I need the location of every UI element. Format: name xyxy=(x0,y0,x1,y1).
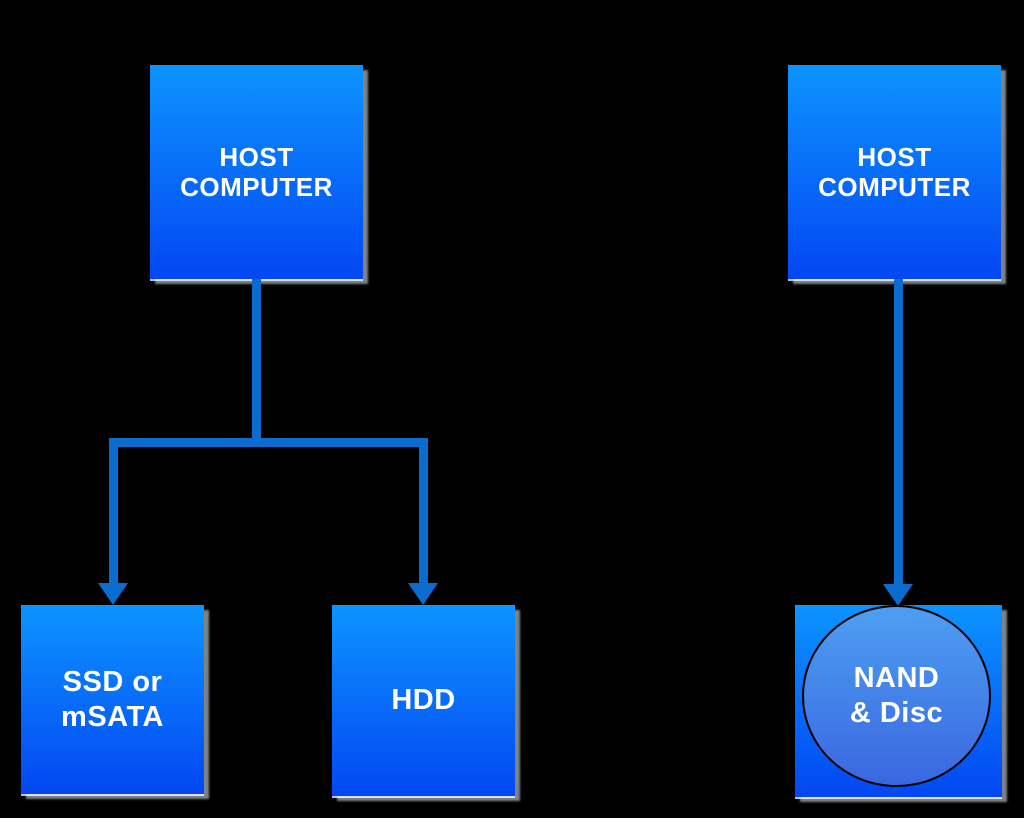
connector-host-right-stem xyxy=(894,279,903,585)
label-line: mSATA xyxy=(61,700,164,733)
connector-host-left-stem xyxy=(252,279,261,445)
label-line: HOST xyxy=(219,142,294,172)
connector-branch-to-ssd xyxy=(109,438,118,585)
node-nand-disc-box: NAND & Disc xyxy=(795,605,1002,797)
node-label: SSD or mSATA xyxy=(61,665,164,735)
label-line: & Disc xyxy=(849,697,944,729)
node-label: HOST COMPUTER xyxy=(180,142,333,202)
label-line: COMPUTER xyxy=(180,172,333,202)
arrowhead-down-icon xyxy=(408,583,438,605)
node-host-computer-right: HOST COMPUTER xyxy=(788,65,1001,279)
node-label: NAND & Disc xyxy=(850,661,943,731)
label-line: SSD or xyxy=(62,665,163,698)
node-label: HDD xyxy=(391,683,455,718)
node-host-computer-left: HOST COMPUTER xyxy=(150,65,363,279)
connector-branch-horizontal xyxy=(109,438,428,447)
node-label: HOST COMPUTER xyxy=(818,142,971,202)
node-ssd-msata: SSD or mSATA xyxy=(21,605,204,794)
label-line: NAND xyxy=(853,662,940,694)
arrowhead-down-icon xyxy=(98,583,128,605)
label-line: HOST xyxy=(857,142,932,172)
label-line: HDD xyxy=(391,684,456,716)
node-hdd: HDD xyxy=(332,605,515,796)
label-line: COMPUTER xyxy=(818,172,971,202)
connector-branch-to-hdd xyxy=(419,438,428,585)
arrowhead-down-icon xyxy=(883,584,913,606)
nand-disc-circle: NAND & Disc xyxy=(802,605,991,787)
